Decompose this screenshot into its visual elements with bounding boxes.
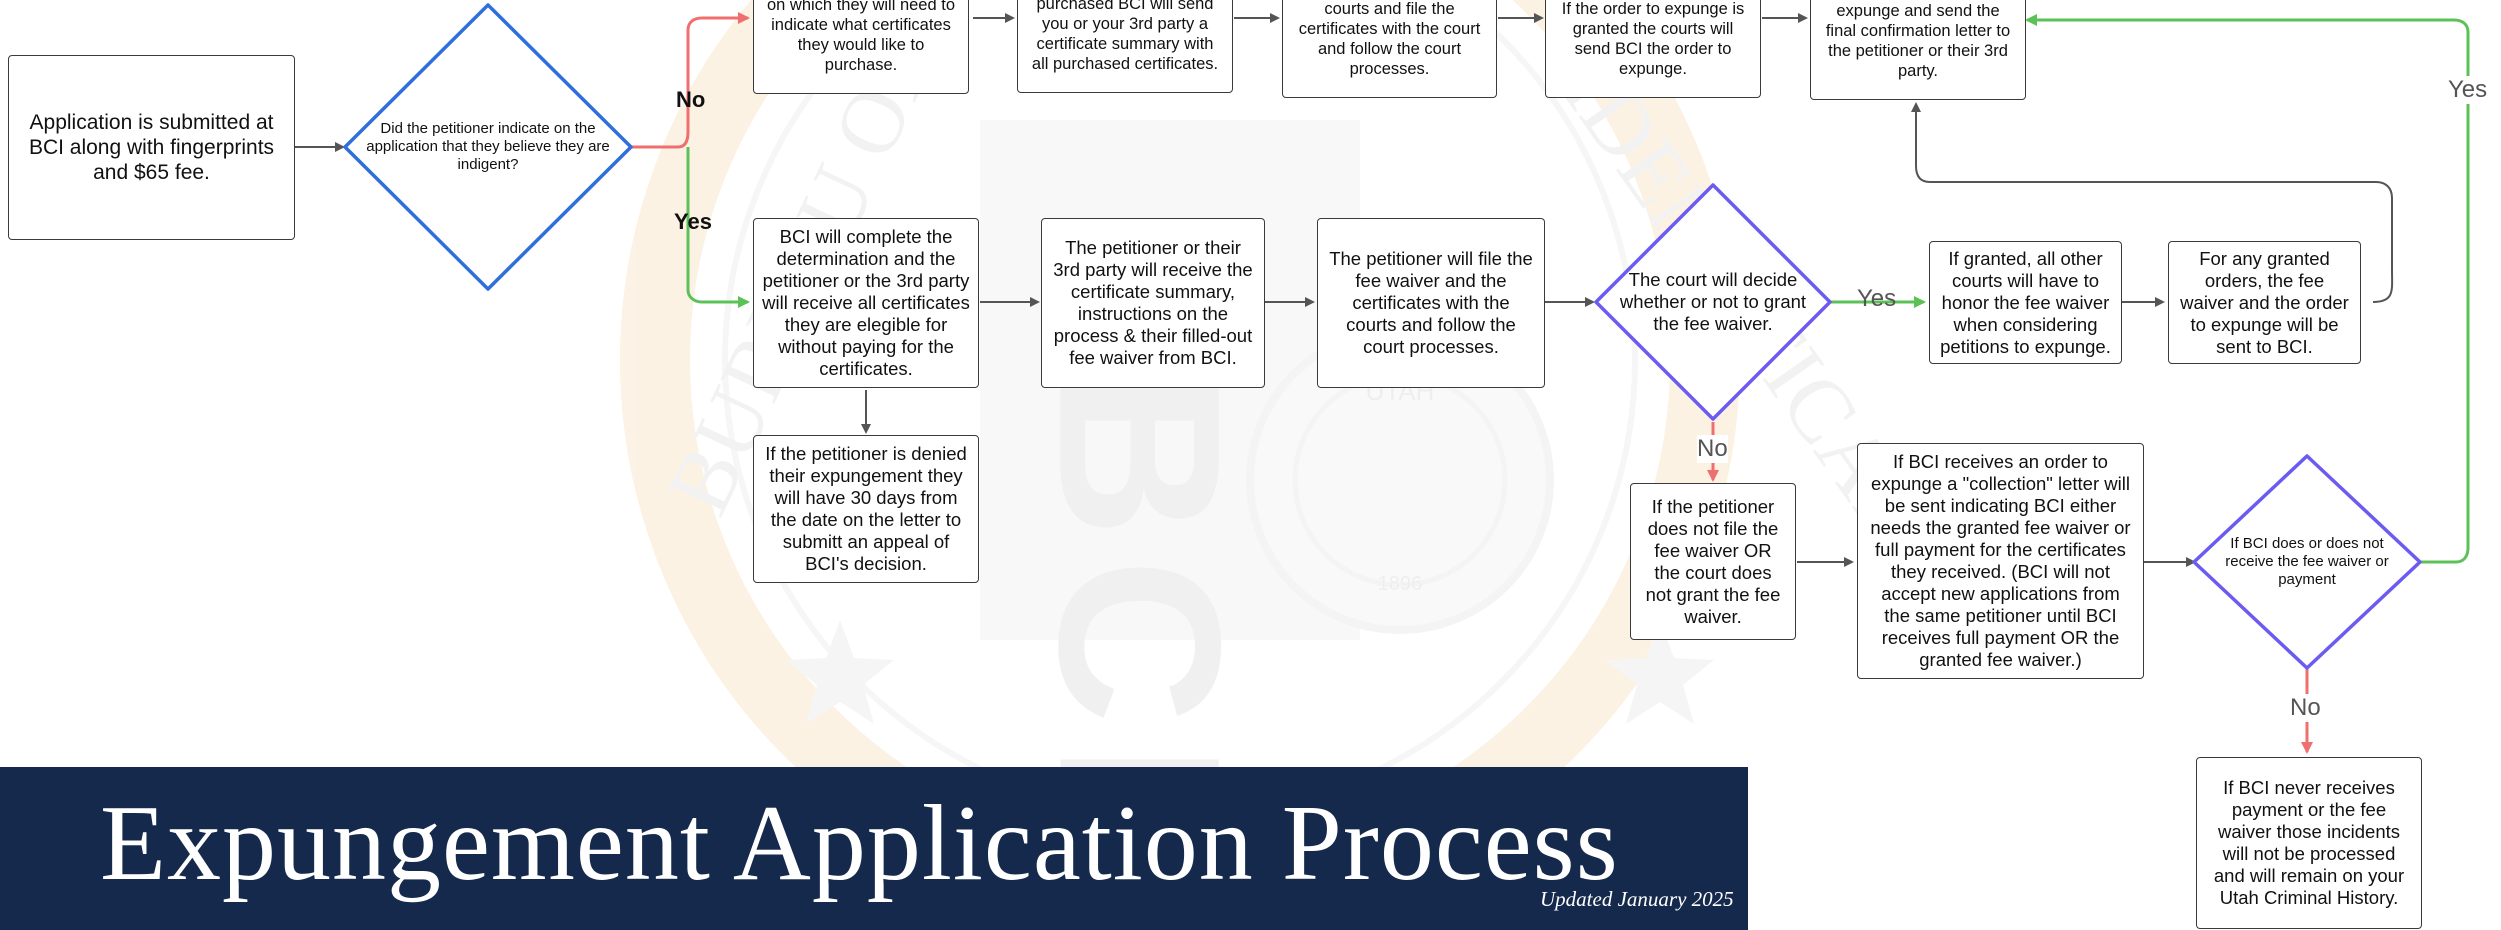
no-arrow-offense-list (631, 12, 750, 149)
updated-date: Updated January 2025 (1540, 887, 1734, 911)
label-yes-indigent: Yes (674, 209, 712, 234)
granted-orders-box: For any granted orders, the fee waiver a… (2168, 241, 2361, 364)
final-confirmation-box: expunge and send the final confirmation … (1810, 0, 2026, 100)
label-no-payment: No (2290, 694, 2321, 722)
never-receives-payment-box: If BCI never receives payment or the fee… (2196, 757, 2422, 929)
watermark-star (1606, 620, 1714, 724)
label-yes-payment: Yes (2448, 76, 2488, 104)
label-no-indigent: No (676, 87, 706, 112)
receive-certificate-summary-box: The petitioner or their 3rd party will r… (1041, 218, 1265, 388)
connectors (295, 13, 2394, 567)
decision-payment-text: If BCI does or does not receive the fee … (2225, 535, 2389, 588)
decision-court-text: The court will decide whether or not to … (1619, 269, 1807, 334)
file-certificates-court-box: courts and file the certificates with th… (1282, 0, 1497, 98)
decision-indigent-diamond (343, 3, 633, 291)
if-granted-box: If granted, all other courts will have t… (1929, 241, 2122, 364)
watermark-seal-year: 1896 (1378, 573, 1423, 595)
appeal-box: If the petitioner is denied their expung… (753, 435, 979, 583)
order-to-expunge-box: If the order to expunge is granted the c… (1545, 0, 1761, 98)
watermark-bci-letters: BCI (1012, 372, 1269, 828)
application-submitted-box: Application is submitted at BCI along wi… (8, 55, 295, 240)
file-fee-waiver-box: The petitioner will file the fee waiver … (1317, 218, 1545, 388)
bci-determination-box: BCI will complete the determination and … (753, 218, 979, 388)
certificate-summary-purchased-box: purchased BCI will send you or your 3rd … (1017, 0, 1233, 93)
title-banner (0, 767, 1748, 930)
decision-indigent-text: Did the petitioner indicate on the appli… (366, 120, 610, 173)
connector-arrow (1911, 102, 2394, 303)
watermark-star (786, 620, 894, 724)
label-yes-court: Yes (1857, 285, 1897, 312)
yes-arrow-bci-determination (686, 147, 750, 308)
page-title: Expungement Application Process (100, 784, 1619, 903)
label-no-court: No (1697, 435, 1728, 463)
decision-payment-diamond (2192, 454, 2422, 670)
decision-court-diamond (1594, 183, 1832, 421)
offense-list-box: petitioner or the 3rd party will receive… (753, 0, 969, 94)
fee-waiver-not-filed-box: If the petitioner does not file the fee … (1630, 483, 1796, 640)
yes-arrow-final-confirmation (2025, 14, 2470, 564)
collection-letter-box: If BCI receives an order to expunge a "c… (1857, 443, 2144, 679)
yes-branches (686, 14, 2470, 564)
